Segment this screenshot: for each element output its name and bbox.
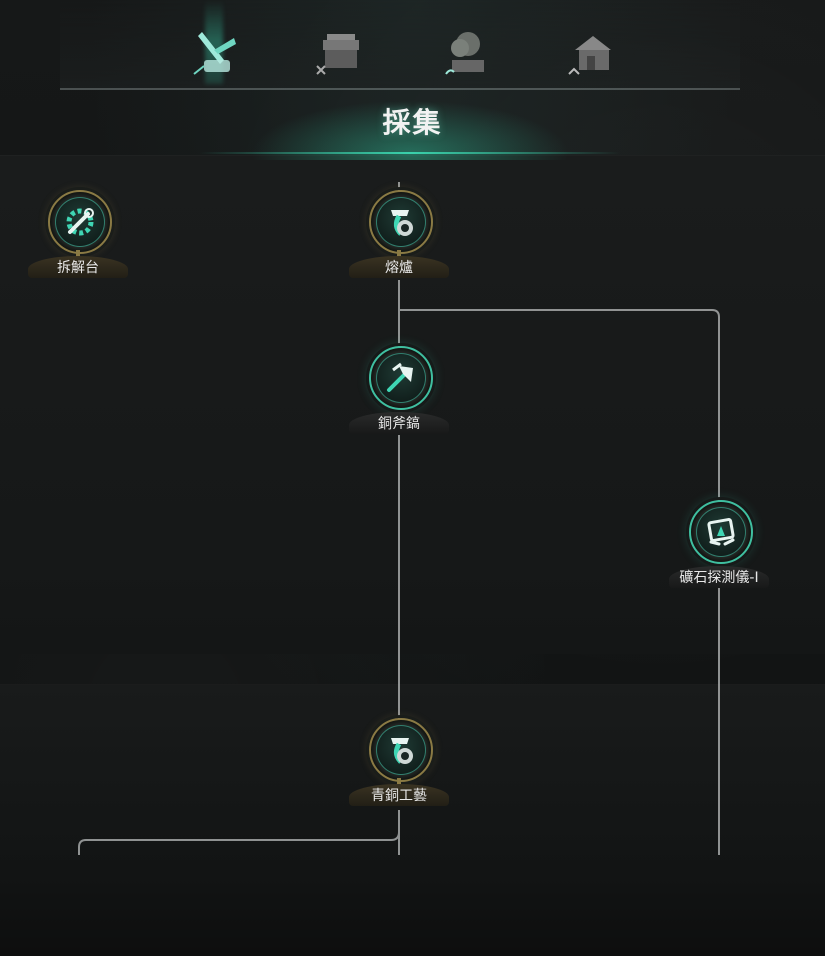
crafting-bench-icon: [316, 34, 359, 75]
connector-bronze-left: [78, 810, 400, 855]
title-underline: [200, 152, 620, 154]
node-ring: [48, 190, 112, 254]
node-ring: [689, 500, 753, 564]
crucible-icon: [391, 738, 413, 764]
house-icon: [568, 36, 611, 75]
node-label: 拆解台: [28, 256, 128, 278]
node-disassembly[interactable]: 拆解台: [23, 190, 133, 290]
page-title: 採集: [382, 106, 443, 139]
node-ore-scanner[interactable]: 礦石探測儀-I: [664, 500, 774, 600]
node-ring: [369, 346, 433, 410]
node-ring: [369, 190, 433, 254]
node-label: 熔爐: [349, 256, 449, 278]
tab-gathering[interactable]: [175, 18, 253, 86]
node-furnace[interactable]: 熔爐: [344, 190, 454, 290]
node-ring: [369, 718, 433, 782]
tab-crafting[interactable]: [300, 18, 378, 86]
node-copper-pickaxe[interactable]: 銅斧鎬: [344, 346, 454, 446]
node-label: 銅斧鎬: [349, 412, 449, 434]
gathering-tools-icon: [193, 32, 236, 75]
node-label: 青銅工藝: [349, 784, 449, 806]
connector-furnace-scanner: [399, 309, 720, 505]
tab-farming[interactable]: [425, 18, 503, 86]
pickaxe-icon: [387, 362, 413, 392]
crucible-icon: [391, 210, 413, 236]
title-area: 採集: [0, 88, 825, 154]
planter-icon: [445, 32, 484, 75]
title-glow: [250, 100, 570, 160]
node-bronze-craft[interactable]: 青銅工藝: [344, 718, 454, 818]
tab-housing[interactable]: [550, 18, 628, 86]
node-label: 礦石探測儀-I: [669, 566, 769, 588]
category-bar: [60, 0, 740, 90]
scanner-icon: [707, 518, 735, 546]
wrench-gear-icon: [66, 208, 94, 236]
